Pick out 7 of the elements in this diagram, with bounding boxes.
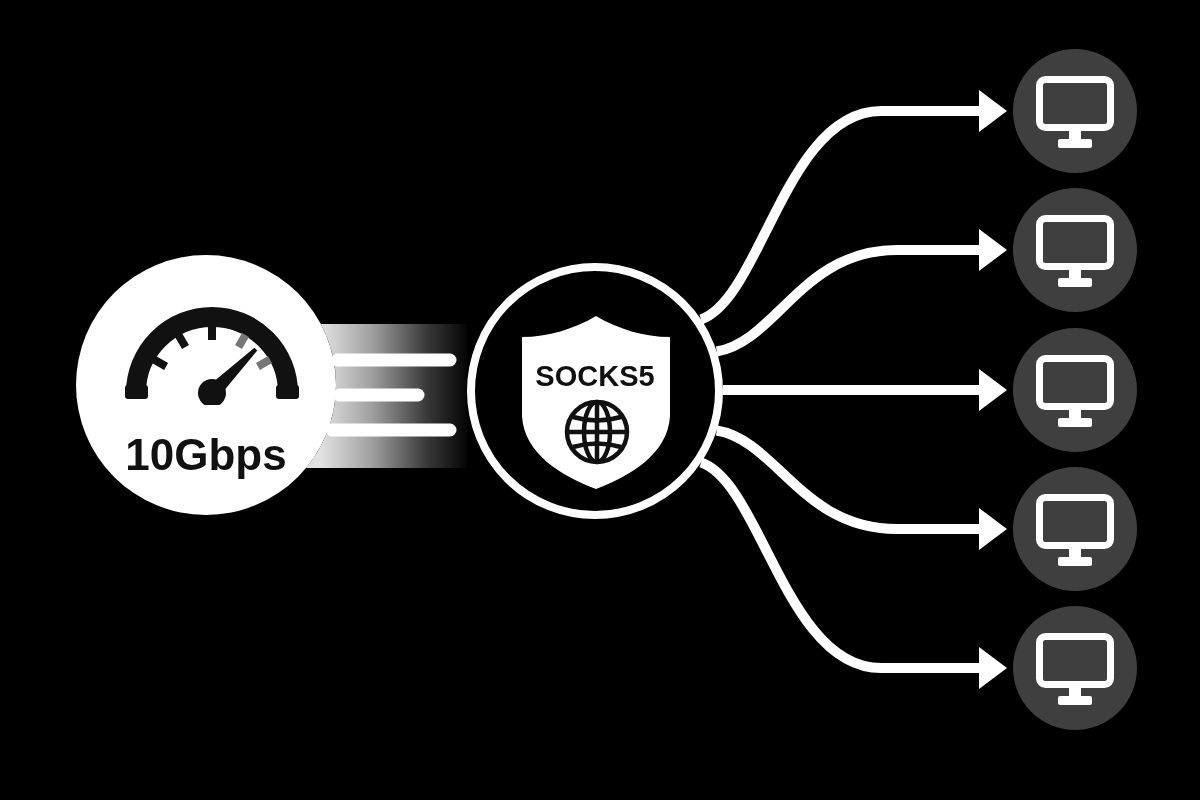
arrow	[715, 425, 1007, 550]
arrow	[723, 369, 1007, 411]
arrow	[715, 229, 1007, 357]
arrow	[698, 458, 1007, 689]
arrow	[698, 90, 1007, 324]
protocol-label: SOCKS5	[534, 359, 656, 393]
speed-label: 10Gbps	[124, 429, 288, 481]
